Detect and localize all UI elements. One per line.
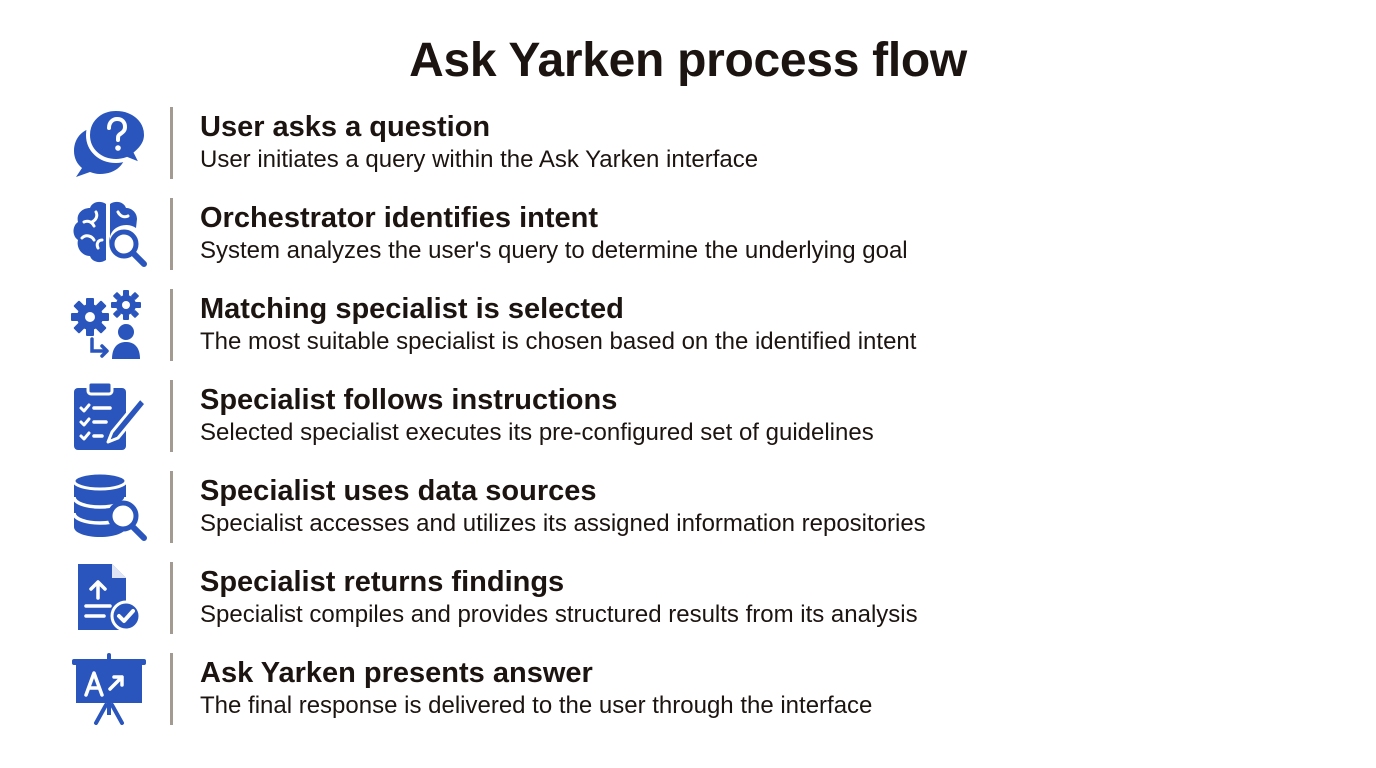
step-title: User asks a question [200, 111, 491, 143]
step-divider [170, 562, 173, 634]
step-description: The final response is delivered to the u… [200, 692, 873, 719]
brain-search-icon [70, 198, 148, 270]
step-divider [170, 471, 173, 543]
step-5: Specialist uses data sources Specialist … [0, 471, 1376, 562]
step-title: Specialist uses data sources [200, 475, 597, 507]
step-title: Specialist returns findings [200, 566, 565, 598]
question-chat-icon [70, 107, 148, 179]
step-description: Specialist compiles and provides structu… [200, 601, 918, 628]
presentation-board-icon [70, 653, 148, 725]
step-description: The most suitable specialist is chosen b… [200, 328, 917, 355]
step-6: Specialist returns findings Specialist c… [0, 562, 1376, 653]
step-description: System analyzes the user's query to dete… [200, 237, 908, 264]
step-title: Ask Yarken presents answer [200, 657, 593, 689]
step-description: Specialist accesses and utilizes its ass… [200, 510, 926, 537]
step-3: Matching specialist is selected The most… [0, 289, 1376, 380]
step-title: Orchestrator identifies intent [200, 202, 599, 234]
clipboard-checklist-icon [70, 380, 148, 452]
step-divider [170, 289, 173, 361]
process-steps: User asks a question User initiates a qu… [0, 107, 1376, 744]
step-7: Ask Yarken presents answer The final res… [0, 653, 1376, 744]
step-divider [170, 653, 173, 725]
step-4: Specialist follows instructions Selected… [0, 380, 1376, 471]
database-search-icon [70, 471, 148, 543]
document-check-icon [70, 562, 148, 634]
step-divider [170, 198, 173, 270]
step-divider [170, 107, 173, 179]
step-1: User asks a question User initiates a qu… [0, 107, 1376, 198]
step-title: Matching specialist is selected [200, 293, 624, 325]
step-divider [170, 380, 173, 452]
step-description: Selected specialist executes its pre-con… [200, 419, 874, 446]
page-title: Ask Yarken process flow [409, 34, 967, 87]
gears-user-icon [70, 289, 148, 361]
step-title: Specialist follows instructions [200, 384, 618, 416]
step-2: Orchestrator identifies intent System an… [0, 198, 1376, 289]
step-description: User initiates a query within the Ask Ya… [200, 146, 759, 173]
